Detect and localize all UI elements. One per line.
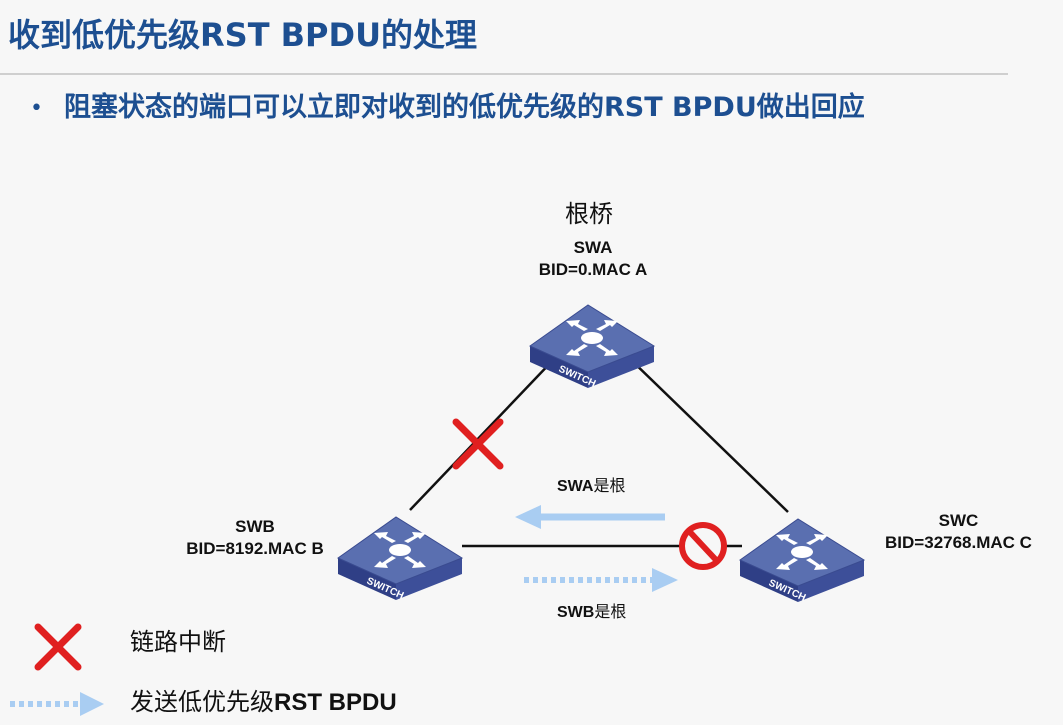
legend-dotted-arrow-icon <box>10 692 104 716</box>
bpdu-arrow-swb-root-icon <box>524 568 678 592</box>
link-swa-swb <box>409 356 557 511</box>
swc-name: SWC <box>938 511 979 530</box>
legend-cross-icon <box>34 623 82 671</box>
swc-bid: BID=32768.MAC C <box>885 533 1032 552</box>
swa-bid: BID=0.MAC A <box>538 260 648 279</box>
root-bridge-heading: 根桥 <box>565 200 613 228</box>
swa-name: SWA <box>573 238 613 257</box>
legend-send-suffix: RST BPDU <box>274 689 397 716</box>
arrow-label-swa-suffix: 是根 <box>593 476 626 495</box>
swb-name: SWB <box>235 517 275 536</box>
swc-label: SWC BID=32768.MAC C <box>866 510 1051 554</box>
blocked-port-icon <box>679 522 727 570</box>
legend-send-label: 发送低优先级RST BPDU <box>130 686 397 719</box>
switch-swb-icon: SWITCH <box>337 516 463 602</box>
page-title: 收到低优先级RST BPDU的处理 <box>8 16 478 54</box>
legend-link-down-label: 链路中断 <box>130 628 226 656</box>
swb-label: SWB BID=8192.MAC B <box>160 516 350 560</box>
switch-swc-icon: SWITCH <box>739 518 865 604</box>
link-down-cross-icon <box>452 418 504 470</box>
link-swa-swc <box>625 354 789 513</box>
swb-bid: BID=8192.MAC B <box>186 539 324 558</box>
bpdu-arrow-swa-root-icon <box>515 505 665 529</box>
arrow-label-swb-suffix: 是根 <box>594 602 627 621</box>
legend-send-prefix: 发送低优先级 <box>130 688 274 716</box>
bullet-text: 阻塞状态的端口可以立即对收到的低优先级的RST BPDU做出回应 <box>64 92 865 123</box>
swa-label: SWA BID=0.MAC A <box>470 237 716 281</box>
arrow-label-swa-root: SWA是根 <box>557 472 625 496</box>
bullet-marker: • <box>30 96 43 121</box>
switch-swa-icon: SWITCH <box>529 304 655 390</box>
arrow-label-swb-name: SWB <box>557 604 595 621</box>
arrow-label-swa-name: SWA <box>557 478 594 495</box>
title-divider <box>0 73 1008 75</box>
arrow-label-swb-root: SWB是根 <box>557 598 626 622</box>
